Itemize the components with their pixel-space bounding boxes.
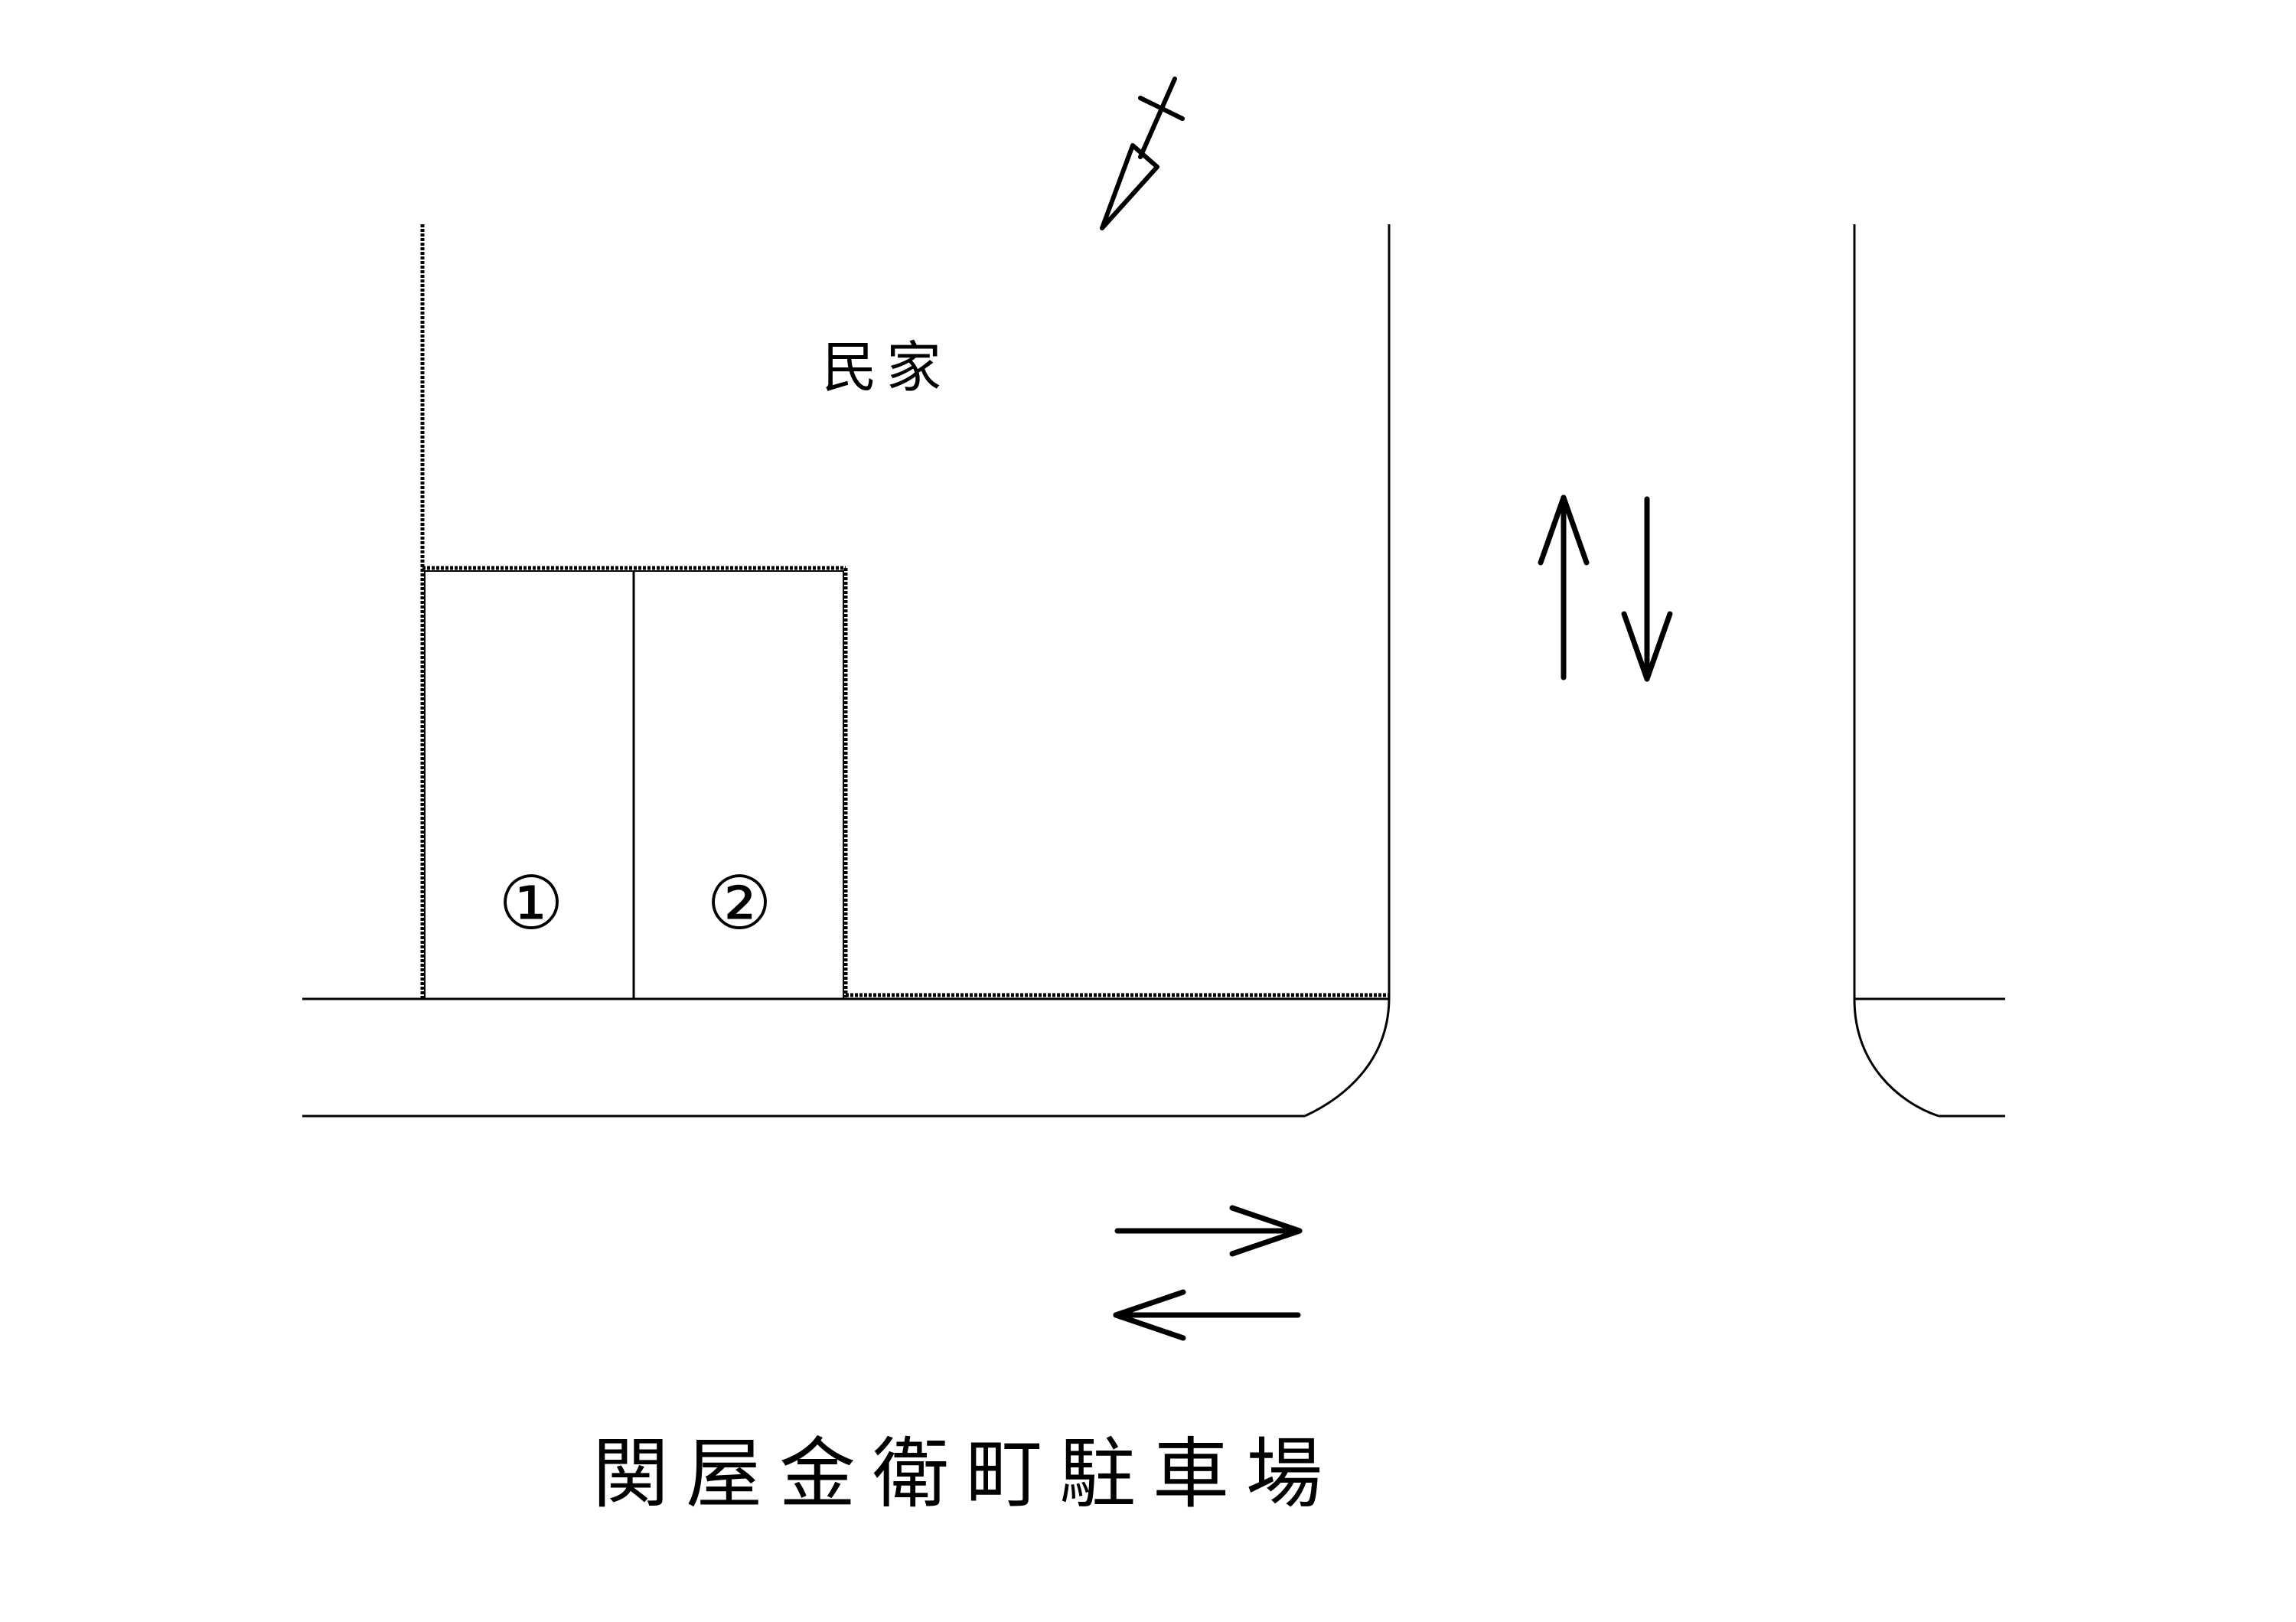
parking-lot-title: 関屋金衛町駐車場 (592, 1429, 1339, 1519)
parking-space-2-label: ② (706, 860, 772, 946)
road-corner-left (1304, 997, 1391, 1118)
two-way-vertical-arrows-icon (1538, 494, 1673, 682)
north-arrow-icon (1100, 77, 1185, 230)
parking-area (424, 570, 844, 1000)
property-boundary (420, 224, 1389, 999)
parking-space-1-label: ① (498, 860, 564, 946)
neighbor-house-label: 民家 (822, 335, 951, 400)
two-way-horizontal-arrows-icon (1113, 1205, 1303, 1341)
road-corner-right (1853, 998, 1939, 1118)
